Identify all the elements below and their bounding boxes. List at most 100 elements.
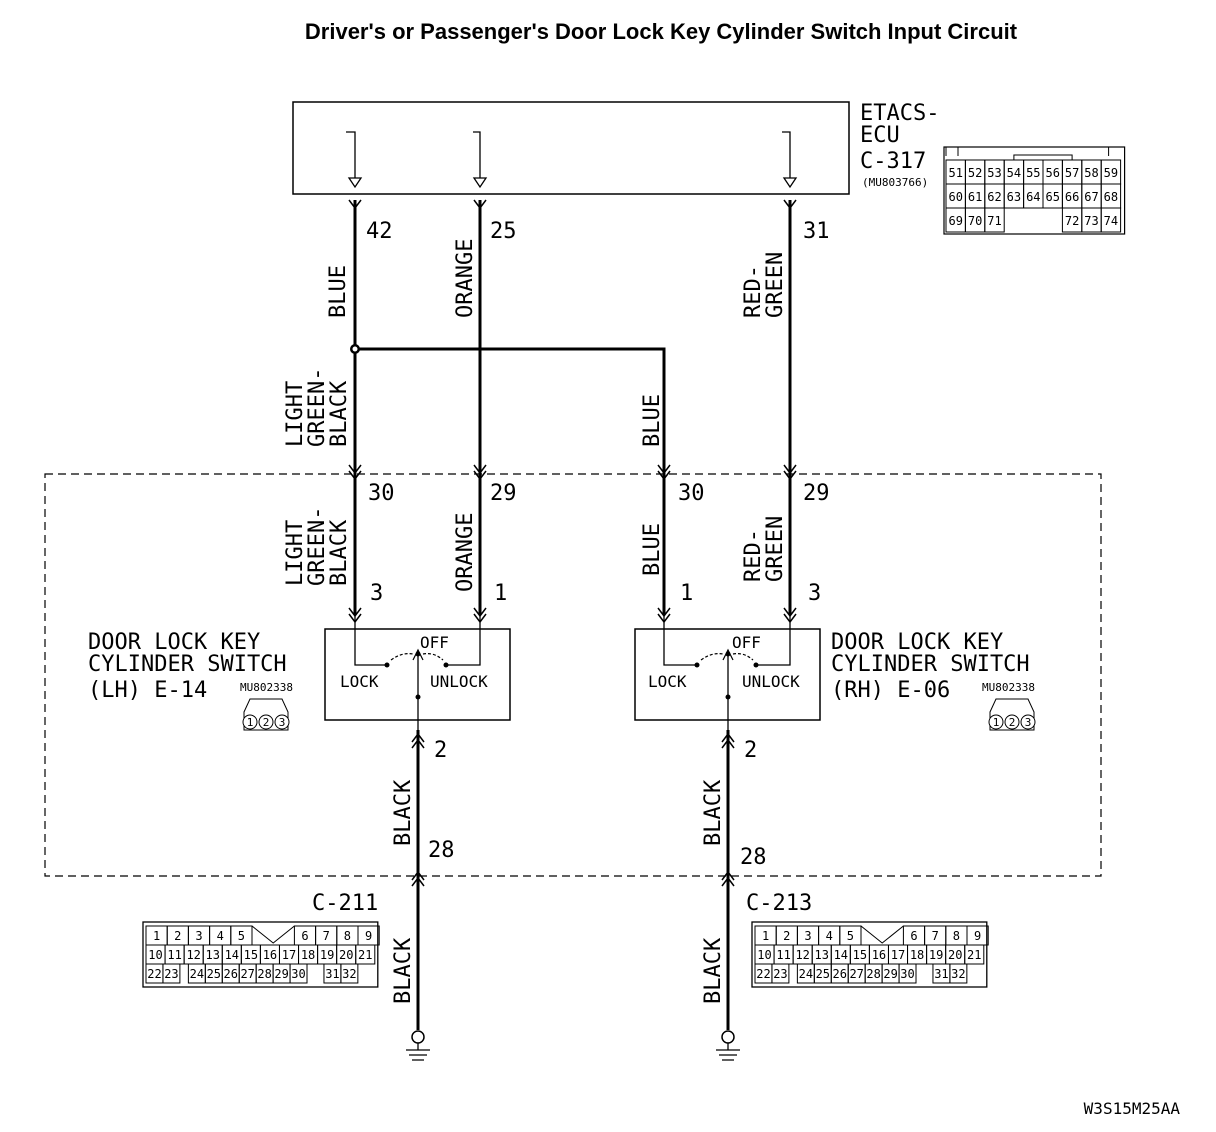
pin-3-lh: 3 [370, 581, 383, 606]
pin-28-rh: 28 [740, 845, 767, 870]
switch-lh-part: MU802338 [240, 681, 293, 694]
ecu-input-25 [472, 131, 488, 189]
switch-rh-name-1: DOOR LOCK KEY [831, 630, 1003, 655]
pin-25: 25 [490, 219, 517, 244]
switch-lh-name-1: DOOR LOCK KEY [88, 630, 260, 655]
switch-rh-unlock: UNLOCK [742, 672, 800, 691]
ecu-pin-label: 66 [1065, 190, 1079, 204]
harness-pin-label: 9 [974, 929, 981, 943]
ecu-name-line1: ETACS- [860, 101, 939, 126]
switch-lh-off: OFF [420, 633, 449, 652]
switch-rh-off: OFF [732, 633, 761, 652]
ecu-pin-label: 52 [968, 166, 982, 180]
ecu-pin-label: 73 [1084, 214, 1098, 228]
switch-lh-conn-pin-1: 1 [247, 716, 254, 729]
wire-label-black-rh-gnd: BLACK [701, 937, 726, 1004]
ground-lh [406, 1030, 430, 1061]
pin-3-rh: 3 [808, 581, 821, 606]
c211-label: C-211 [312, 891, 378, 916]
harness-pin-label: 25 [816, 967, 830, 981]
ground-lh-icon [406, 1043, 430, 1061]
switch-lh-connector-face: 1 2 3 [242, 698, 290, 731]
harness-pin-label: 26 [224, 967, 238, 981]
harness-pin-label: 15 [244, 948, 258, 962]
ecu-pin-label: 63 [1007, 190, 1021, 204]
ecu-pin-label: 56 [1045, 166, 1059, 180]
harness-pin-label: 7 [932, 929, 939, 943]
ecu-pin-label: 62 [987, 190, 1001, 204]
pin-29-lh: 29 [490, 481, 517, 506]
wire-label-green-dash-2: GREEN- [305, 507, 330, 586]
harness-pin-cell [949, 963, 968, 984]
wire-label-orange: ORANGE [453, 239, 478, 318]
ecu-pin-label: 61 [968, 190, 982, 204]
figure-code: W3S15M25AA [1084, 1099, 1181, 1118]
wire-label-blue: BLUE [326, 265, 351, 318]
connector-arrow-down [783, 199, 797, 210]
harness-pin-label: 31 [934, 967, 948, 981]
ecu-pin-label: 51 [948, 166, 962, 180]
wire-labels: BLUE ORANGE RED- GREEN LIGHT GREEN- BLAC… [283, 239, 788, 1004]
switch-rh-name-2: CYLINDER SWITCH [831, 652, 1030, 677]
switch-lh-conn-pin-2: 2 [263, 716, 270, 729]
harness-pin-cell [289, 963, 308, 984]
ecu-pin-label: 59 [1104, 166, 1118, 180]
harness-pin-label: 1 [153, 929, 160, 943]
harness-pin-label: 5 [847, 929, 854, 943]
wire-label-black: BLACK [327, 380, 352, 447]
wire-label-orange-2: ORANGE [453, 513, 478, 592]
wire-label-light-2: LIGHT [283, 520, 308, 586]
ground-rh [716, 1030, 740, 1061]
harness-pin-label: 11 [167, 948, 181, 962]
ecu-connector-label: C-317 [860, 149, 926, 174]
wire-label-black-lh: BLACK [391, 779, 416, 846]
harness-pin-label: 24 [190, 967, 204, 981]
connector-arrow-up [411, 870, 425, 881]
connector-arrow-up [721, 732, 735, 743]
ecu-name-line2: ECU [860, 123, 900, 148]
ecu-pin-label: 67 [1084, 190, 1098, 204]
connector-arrow-down [473, 464, 487, 475]
ecu-pin-label: 71 [987, 214, 1001, 228]
harness-pin-label: 30 [291, 967, 305, 981]
ecu-pin-label: 53 [987, 166, 1001, 180]
harness-pin-label: 24 [799, 967, 813, 981]
ecu-pin-label: 54 [1007, 166, 1021, 180]
harness-pin-label: 3 [804, 929, 811, 943]
harness-pin-label: 19 [320, 948, 334, 962]
connector-arrow-down [348, 199, 362, 210]
pin-29-rh: 29 [803, 481, 830, 506]
harness-pin-label: 14 [225, 948, 239, 962]
wire-label-black-rh: BLACK [701, 779, 726, 846]
harness-pin-label: 17 [282, 948, 296, 962]
wires [350, 200, 792, 1030]
wire-label-green: GREEN [763, 252, 788, 318]
connector-arrow-down [348, 464, 362, 475]
diagram-title: Driver's or Passenger's Door Lock Key Cy… [305, 19, 1018, 44]
switch-lh-conn-pin-3: 3 [279, 716, 286, 729]
switch-lh: OFF LOCK UNLOCK DOOR LOCK KEY CYLINDER S… [88, 615, 511, 731]
ground-lh-eyelet [411, 1030, 425, 1044]
wire-label-black-lh-gnd: BLACK [391, 937, 416, 1004]
harness-pin-label: 16 [263, 948, 277, 962]
pin-30-lh: 30 [368, 481, 395, 506]
wire-label-green-2: GREEN [763, 516, 788, 582]
ecu-input-42 [346, 131, 363, 189]
switch-rh-name-3: (RH) E-06 [831, 678, 950, 703]
connector-arrow-down [657, 464, 671, 475]
wire-blue-rh [355, 347, 666, 615]
harness-pin-label: 2 [174, 929, 181, 943]
c213-label: C-213 [746, 891, 812, 916]
harness-pin-label: 20 [339, 948, 353, 962]
connector-arrow-up [721, 870, 735, 881]
pin-1-rh: 1 [680, 581, 693, 606]
ecu-part-number: (MU803766) [862, 176, 928, 189]
ecu-pin-label: 70 [968, 214, 982, 228]
wire-label-green-dash: GREEN- [305, 368, 330, 447]
harness-pin-label: 5 [238, 929, 245, 943]
harness-pin-label: 2 [783, 929, 790, 943]
harness-pin-label: 12 [795, 948, 809, 962]
harness-pin-label: 22 [756, 967, 770, 981]
harness-pin-label: 10 [148, 948, 162, 962]
